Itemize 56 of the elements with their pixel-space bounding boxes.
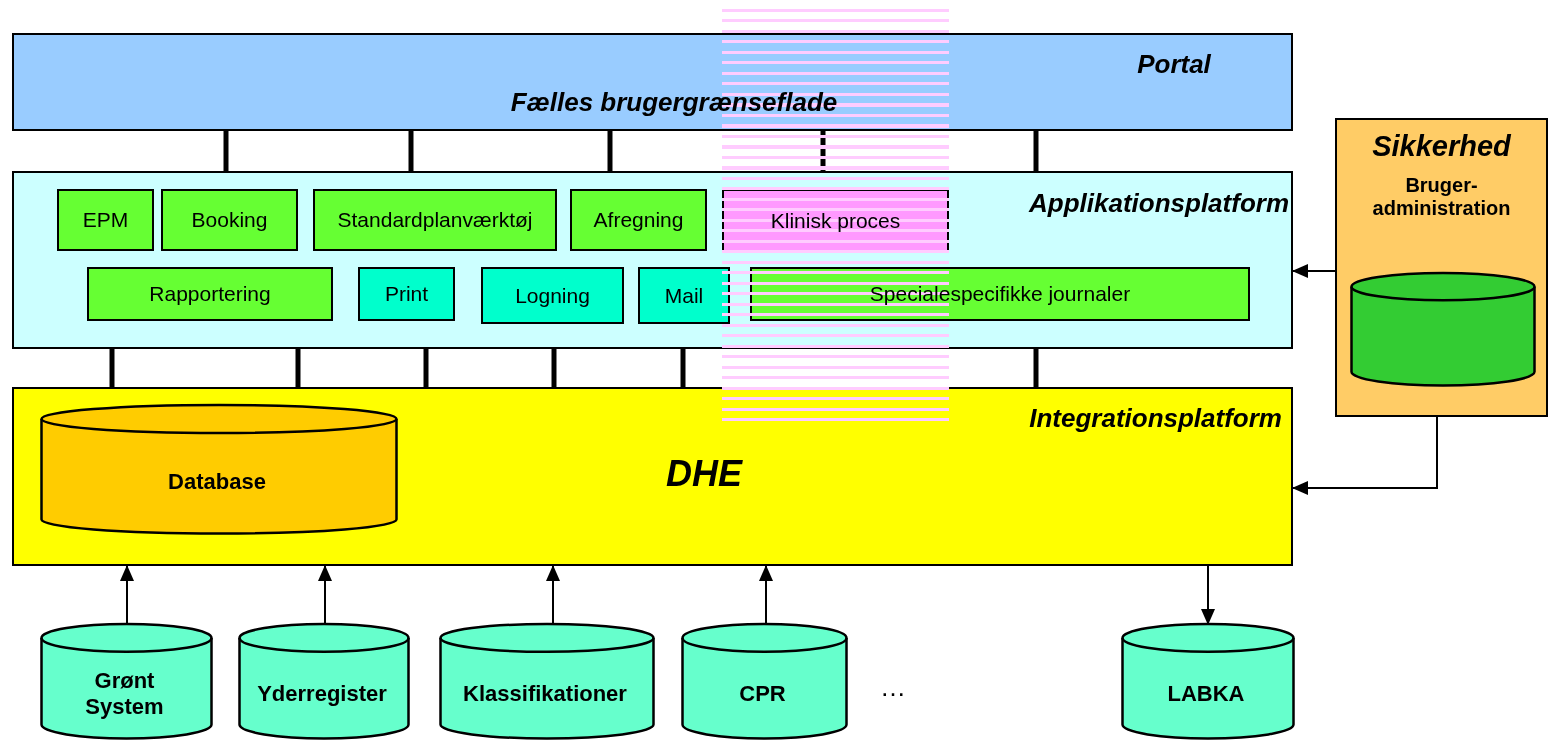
section-title: Sikkerhed — [1371, 130, 1512, 163]
cylinder-label: Yderregister — [256, 680, 388, 707]
module-label: Rapportering — [148, 282, 272, 306]
cylinder-label: CPR — [738, 680, 787, 707]
section-title: Applikationsplatform — [1027, 188, 1289, 219]
portal-band — [12, 33, 1293, 131]
section-title: Integrationsplatform — [1028, 403, 1282, 434]
module-box — [570, 189, 707, 251]
cylinder-label: Klassifikationer — [462, 680, 628, 707]
arrow — [318, 565, 332, 625]
arrow — [1292, 416, 1438, 495]
platform-band — [12, 171, 1293, 349]
module-box — [358, 267, 455, 321]
security-box — [1335, 118, 1548, 417]
module-box — [750, 267, 1250, 321]
connector-line — [607, 131, 613, 171]
arrow — [759, 565, 773, 625]
ellipsis-label: … — [880, 672, 910, 703]
connector-line — [295, 349, 301, 387]
module-label: Klinisk proces — [769, 208, 902, 233]
cylinder-label: LABKA — [1166, 680, 1246, 707]
connector-line — [423, 349, 429, 387]
cylinder-label: Grønt System — [84, 667, 165, 720]
module-box — [722, 189, 949, 252]
section-subtitle: DHE — [665, 453, 744, 495]
connector-line — [1033, 349, 1039, 387]
module-label: Specialespecifikke journaler — [868, 282, 1132, 306]
section-title: Portal — [1136, 49, 1212, 80]
connector-line — [223, 131, 229, 171]
module-box — [313, 189, 557, 251]
module-label: Mail — [663, 283, 705, 308]
connector-line — [408, 131, 414, 171]
section-subtitle: Bruger-administration — [1371, 174, 1512, 220]
connector-line — [109, 349, 115, 387]
section-subtitle: Fælles brugergrænseflade — [509, 87, 839, 118]
module-label: Afregning — [592, 208, 685, 232]
connector-line — [1033, 131, 1039, 171]
arrow — [1292, 264, 1336, 278]
module-label: Print — [383, 282, 430, 306]
arrow — [120, 565, 134, 625]
module-label: EPM — [81, 208, 130, 232]
module-box — [481, 267, 624, 324]
module-label: Logning — [514, 283, 591, 308]
arrow — [546, 565, 560, 625]
connector-line — [820, 131, 826, 171]
module-box — [57, 189, 154, 251]
integration-band — [12, 387, 1293, 566]
module-label: Standardplanværktøj — [336, 208, 534, 232]
module-label: Booking — [190, 208, 269, 232]
module-box — [638, 267, 730, 324]
arrow — [1201, 565, 1215, 625]
connector-line — [680, 349, 686, 387]
cylinder-label: Database — [167, 469, 267, 495]
module-box — [87, 267, 333, 321]
connector-line — [551, 349, 557, 387]
module-box — [161, 189, 298, 251]
